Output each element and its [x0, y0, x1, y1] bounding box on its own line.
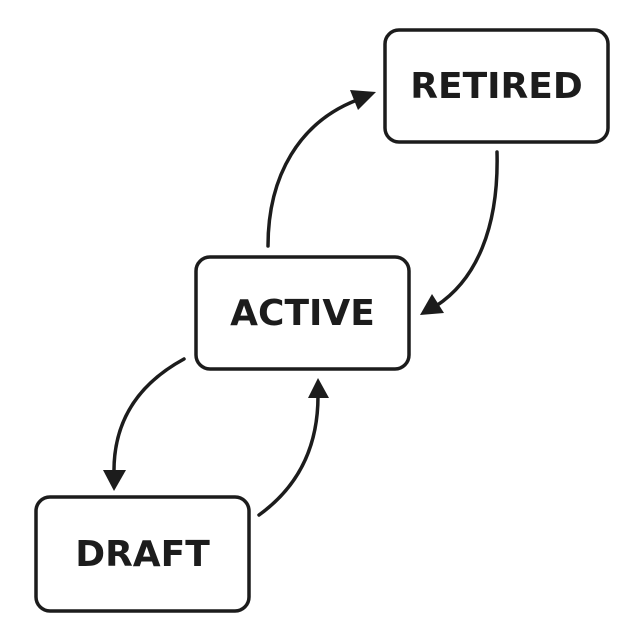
transition-retired-to-active-line	[434, 150, 499, 308]
transition-active-to-retired	[266, 90, 376, 248]
transition-active-to-draft-line	[112, 357, 186, 476]
state-active: ACTIVE	[194, 255, 411, 371]
transition-draft-to-active	[257, 378, 329, 517]
state-draft-label: DRAFT	[75, 534, 210, 575]
state-retired-box	[383, 28, 610, 144]
state-draft-box	[34, 495, 251, 613]
transition-retired-to-active-arrowhead	[420, 294, 444, 315]
transition-retired-to-active	[420, 150, 499, 315]
transition-active-to-retired-arrowhead	[350, 90, 376, 110]
state-active-box	[194, 255, 411, 371]
state-retired: RETIRED	[383, 28, 610, 144]
state-active-label: ACTIVE	[230, 293, 375, 334]
state-retired-label: RETIRED	[410, 66, 582, 107]
state-draft: DRAFT	[34, 495, 251, 613]
transition-active-to-draft	[103, 357, 186, 491]
transition-draft-to-active-arrowhead	[308, 378, 329, 398]
transition-active-to-retired-line	[266, 98, 359, 248]
transition-active-to-draft-arrowhead	[103, 470, 126, 491]
transition-draft-to-active-line	[257, 394, 320, 517]
